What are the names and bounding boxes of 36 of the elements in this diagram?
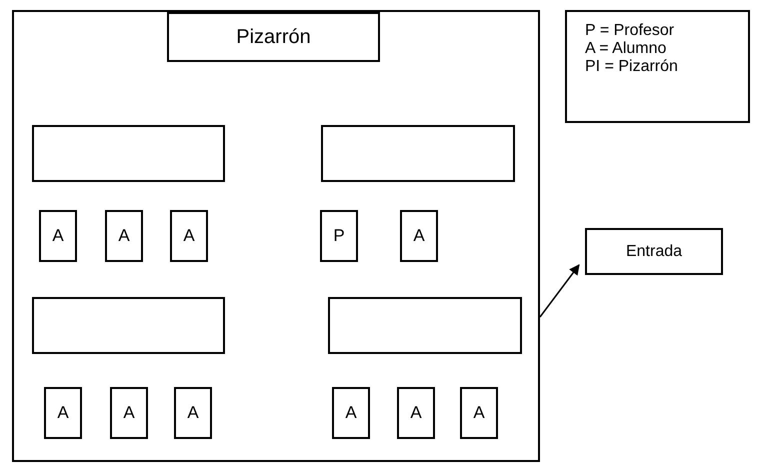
node-label: Pizarrón [236, 26, 311, 48]
seat-box [110, 387, 148, 439]
blackboard-box [167, 12, 380, 62]
seat-box [105, 210, 143, 262]
seat-letter: A [123, 403, 135, 423]
seat-box [400, 210, 438, 262]
seat-box [44, 387, 82, 439]
legend-box [565, 10, 750, 123]
seat-letter: P [333, 226, 345, 246]
seat-letter: A [187, 403, 199, 423]
seat-letter: A [52, 226, 64, 246]
seat-letter: A [413, 226, 425, 246]
seat-box [174, 387, 212, 439]
node-label: Entrada [626, 242, 682, 260]
seat-letter: A [57, 403, 69, 423]
desk-box [321, 125, 515, 182]
seat-box [39, 210, 77, 262]
desk-box [32, 297, 225, 354]
seat-letter: A [118, 226, 130, 246]
legend-entry: A = Alumno [585, 40, 666, 58]
seat-box [170, 210, 208, 262]
seat-letter: A [473, 403, 485, 423]
seat-letter: A [410, 403, 422, 423]
classroom-outline [12, 10, 540, 462]
seat-box [460, 387, 498, 439]
seat-letter: A [345, 403, 357, 423]
arrow [539, 264, 580, 318]
desk-box [328, 297, 522, 354]
legend-entry: P = Profesor [585, 22, 674, 40]
seat-box [397, 387, 435, 439]
seat-box [332, 387, 370, 439]
entrance-box [585, 228, 723, 275]
seat-letter: A [183, 226, 195, 246]
seat-box [320, 210, 358, 262]
desk-box [32, 125, 225, 182]
legend-entry: PI = Pizarrón [585, 58, 678, 76]
